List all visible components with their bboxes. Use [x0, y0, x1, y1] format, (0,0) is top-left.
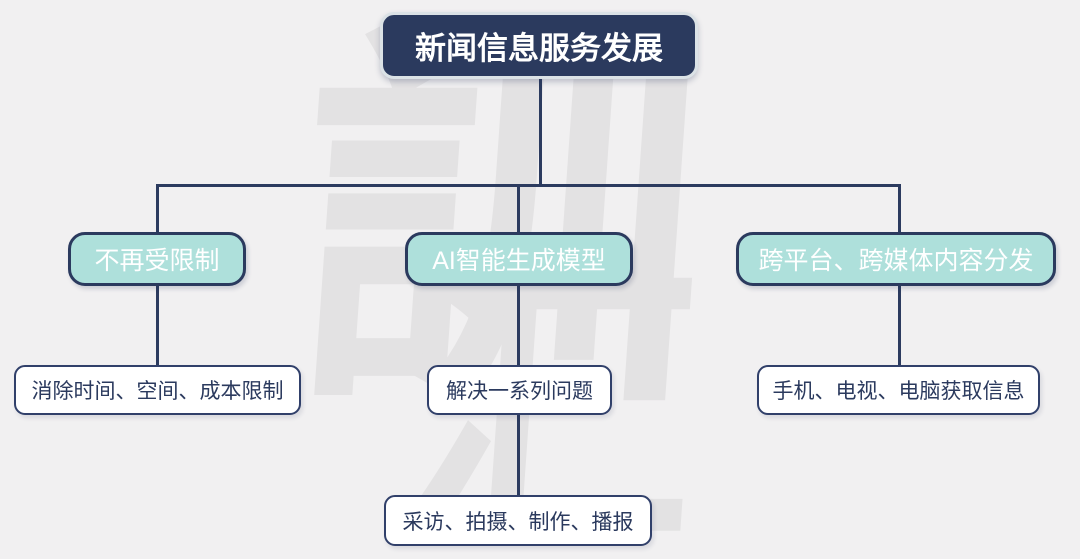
- leaf-node-production-steps: 采访、拍摄、制作、播报: [384, 495, 652, 546]
- leaf-node-label: 解决一系列问题: [446, 380, 593, 403]
- branch-node-cross-platform: 跨平台、跨媒体内容分发: [736, 232, 1056, 286]
- leaf-node-solve-problems: 解决一系列问题: [427, 365, 612, 415]
- branch-node-label: 跨平台、跨媒体内容分发: [758, 247, 1034, 275]
- leaf-node-devices-get-info: 手机、电视、电脑获取信息: [757, 365, 1040, 415]
- leaf-node-eliminate-limits: 消除时间、空间、成本限制: [14, 365, 301, 415]
- connector-root-stem: [539, 78, 542, 186]
- connector-middle-branch: [517, 184, 520, 498]
- root-node: 新闻信息服务发展: [380, 12, 698, 79]
- root-node-label: 新闻信息服务发展: [415, 31, 663, 66]
- leaf-node-label: 采访、拍摄、制作、播报: [402, 510, 634, 534]
- leaf-node-label: 消除时间、空间、成本限制: [31, 380, 284, 403]
- branch-node-label: AI智能生成模型: [432, 247, 606, 275]
- leaf-node-label: 手机、电视、电脑获取信息: [772, 380, 1025, 403]
- branch-node-ai-model: AI智能生成模型: [405, 232, 633, 286]
- branch-node-label: 不再受限制: [94, 247, 220, 275]
- connector-rail: [157, 184, 901, 187]
- branch-node-unrestricted: 不再受限制: [68, 232, 246, 286]
